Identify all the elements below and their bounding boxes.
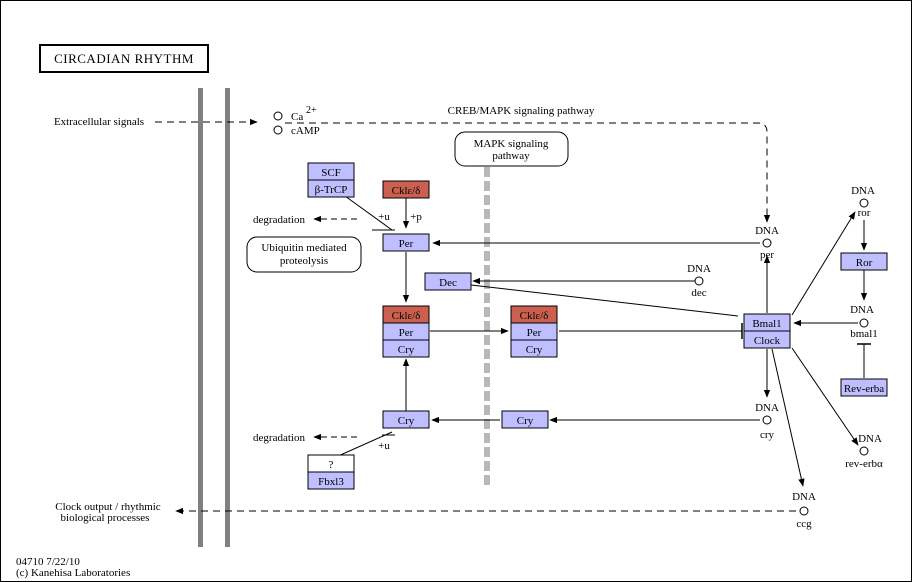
dna-per[interactable]: DNA per <box>755 225 779 261</box>
gene-cry-right[interactable] <box>510 339 558 358</box>
footer-map-id: 04710 7/22/10 <box>16 556 80 568</box>
gene-unknown[interactable]: ? <box>307 454 355 473</box>
label-creb-mapk[interactable]: CREB/MAPK signaling pathway <box>448 105 595 117</box>
gene-cry-low-right[interactable]: Cry <box>501 410 549 429</box>
dna-dec[interactable]: DNA dec <box>687 263 711 299</box>
svg-text:Cry: Cry <box>517 415 534 427</box>
dna-cry[interactable]: DNA cry <box>755 402 779 441</box>
svg-text:cry: cry <box>760 429 775 441</box>
edge-bmal1-to-reverba-gene <box>791 347 859 446</box>
svg-text:ccg: ccg <box>796 518 812 530</box>
svg-text:proteolysis: proteolysis <box>280 255 328 267</box>
complex-ckle-per-cry-right[interactable]: Cklε/δ Per Cry <box>510 305 558 358</box>
svg-text:Ror: Ror <box>856 257 873 269</box>
complex-ckle-per-cry-left[interactable]: Cklε/δ Per Cry <box>382 305 430 358</box>
gene-cry-mid[interactable] <box>382 339 430 358</box>
label-plus-u-top: +u <box>378 211 390 223</box>
svg-text:Cry: Cry <box>398 344 415 356</box>
map-ubiquitin-proteolysis[interactable]: Ubiquitin mediated proteolysis <box>246 236 362 273</box>
svg-text:Ubiquitin mediated: Ubiquitin mediated <box>261 242 347 254</box>
edge-bmal1-to-ror-gene <box>791 211 856 316</box>
label-degradation-bottom: degradation <box>253 432 305 444</box>
svg-text:Cklε/δ: Cklε/δ <box>392 310 421 322</box>
cell-membrane-outer <box>198 88 203 547</box>
dna-ccg[interactable]: DNA ccg <box>792 491 816 530</box>
svg-text:DNA: DNA <box>858 433 882 445</box>
map-title-text: CIRCADIAN RHYTHM <box>54 51 194 66</box>
gene-scf[interactable]: SCF <box>307 162 355 181</box>
dna-bmal1[interactable]: DNA bmal1 <box>850 304 878 340</box>
svg-text:ror: ror <box>858 207 871 219</box>
map-mapk-signaling[interactable]: MAPK signaling pathway <box>454 131 569 167</box>
svg-text:DNA: DNA <box>851 185 875 197</box>
gene-ror[interactable]: Ror <box>840 252 888 271</box>
edge-camp-to-per-gene <box>285 122 771 223</box>
svg-text:Rev-erba: Rev-erba <box>844 383 884 395</box>
gene-btrcp[interactable]: β-TrCP <box>307 179 355 198</box>
gene-cry-low[interactable]: Cry <box>382 410 430 429</box>
svg-text:Per: Per <box>399 238 414 250</box>
svg-text:2+: 2+ <box>306 105 317 116</box>
label-degradation-top: degradation <box>253 214 305 226</box>
svg-text:DNA: DNA <box>792 491 816 503</box>
compound-camp[interactable]: cAMP <box>273 125 320 137</box>
svg-text:Fbxl3: Fbxl3 <box>318 476 344 488</box>
svg-text:rev-erbα: rev-erbα <box>845 458 883 470</box>
gene-dec[interactable]: Dec <box>424 272 472 291</box>
svg-text:Per: Per <box>399 327 414 339</box>
label-clock-output-2: biological processes <box>61 512 150 524</box>
dna-ror[interactable]: DNA ror <box>851 185 875 219</box>
footer-copyright: (c) Kanehisa Laboratories <box>16 567 130 579</box>
map-title: CIRCADIAN RHYTHM <box>39 44 209 73</box>
svg-text:Per: Per <box>527 327 542 339</box>
svg-text:Cklε/δ: Cklε/δ <box>392 185 421 197</box>
svg-text:DNA: DNA <box>850 304 874 316</box>
edge-dec-inhibits-bmal1 <box>470 284 739 317</box>
svg-text:Cklε/δ: Cklε/δ <box>520 310 549 322</box>
svg-text:SCF: SCF <box>321 167 341 179</box>
edge-scf-to-per <box>344 195 393 231</box>
label-extracellular-signals: Extracellular signals <box>54 116 144 128</box>
svg-text:DNA: DNA <box>755 225 779 237</box>
gene-ckle-top[interactable]: Cklε/δ <box>382 180 430 199</box>
label-plus-p: +p <box>410 211 422 223</box>
edge-fbxl3-to-cry <box>335 431 393 458</box>
svg-text:per: per <box>760 249 774 261</box>
svg-text:Cry: Cry <box>526 344 543 356</box>
gene-reverba[interactable]: Rev-erba <box>840 378 888 397</box>
dna-reverba[interactable]: DNA rev-erbα <box>845 433 883 470</box>
svg-text:MAPK signaling: MAPK signaling <box>474 138 549 150</box>
svg-text:?: ? <box>329 459 334 471</box>
gene-fbxl3[interactable]: Fbxl3 <box>307 471 355 490</box>
gene-clock[interactable] <box>743 330 791 349</box>
complex-bmal1-clock[interactable]: Bmal1 Clock <box>743 313 791 349</box>
svg-text:Clock: Clock <box>754 335 781 347</box>
label-clock-output-1: Clock output / rhythmic <box>55 501 161 513</box>
svg-text:DNA: DNA <box>755 402 779 414</box>
compound-ca[interactable]: Ca 2+ <box>273 105 317 123</box>
svg-text:dec: dec <box>691 287 706 299</box>
svg-text:β-TrCP: β-TrCP <box>315 184 348 196</box>
edge-bmal1-to-ccg <box>771 348 805 487</box>
svg-text:cAMP: cAMP <box>291 125 320 137</box>
svg-text:bmal1: bmal1 <box>850 328 878 340</box>
label-plus-u-bottom: +u <box>378 440 390 452</box>
svg-text:Cry: Cry <box>398 415 415 427</box>
cell-membrane-inner <box>225 88 230 547</box>
svg-text:Ca: Ca <box>291 111 303 123</box>
svg-text:Dec: Dec <box>439 277 457 289</box>
svg-text:DNA: DNA <box>687 263 711 275</box>
svg-text:Bmal1: Bmal1 <box>752 318 781 330</box>
gene-per-top[interactable]: Per <box>382 233 430 252</box>
svg-text:pathway: pathway <box>492 150 530 162</box>
